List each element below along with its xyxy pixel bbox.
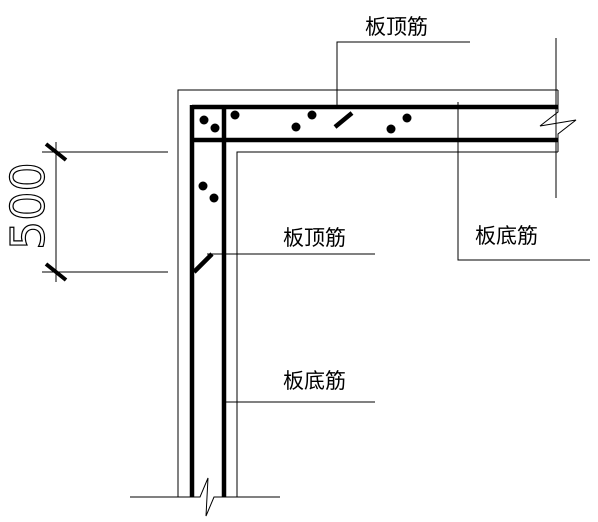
rebar-dot — [291, 122, 301, 132]
label-bottom-bar-horizontal: 板底筋 — [475, 224, 538, 248]
label-top-bar-vertical: 板顶筋 — [283, 226, 346, 250]
rebar-dot — [210, 123, 220, 133]
rebar-dot — [230, 110, 240, 120]
leader-bottom-bar-horizontal — [457, 102, 590, 261]
rebar-dot — [199, 115, 209, 125]
bar-hook-horizontal — [333, 111, 354, 129]
break-mark-bottom — [130, 477, 280, 517]
rebar-dot — [209, 193, 219, 203]
bar-hook-vertical — [192, 252, 214, 274]
dim-tick-top — [44, 142, 68, 162]
distribution-bars — [198, 110, 412, 203]
rebar-dot — [307, 110, 317, 120]
break-mark-right — [539, 90, 577, 152]
concrete-outline-outer — [177, 89, 558, 497]
dimension-500: 500 — [0, 142, 168, 282]
label-top-bar-horizontal: 板顶筋 — [365, 15, 428, 39]
rebar-dot — [198, 181, 208, 191]
rebar-dot — [386, 124, 396, 134]
concrete-outline-inner — [236, 151, 558, 497]
leader-top-bar-horizontal — [336, 41, 470, 107]
rebar-dot — [402, 113, 412, 123]
label-bottom-bar-vertical: 板底筋 — [283, 369, 346, 393]
dim-value: 500 — [1, 162, 55, 250]
dim-tick-bottom — [44, 262, 68, 282]
